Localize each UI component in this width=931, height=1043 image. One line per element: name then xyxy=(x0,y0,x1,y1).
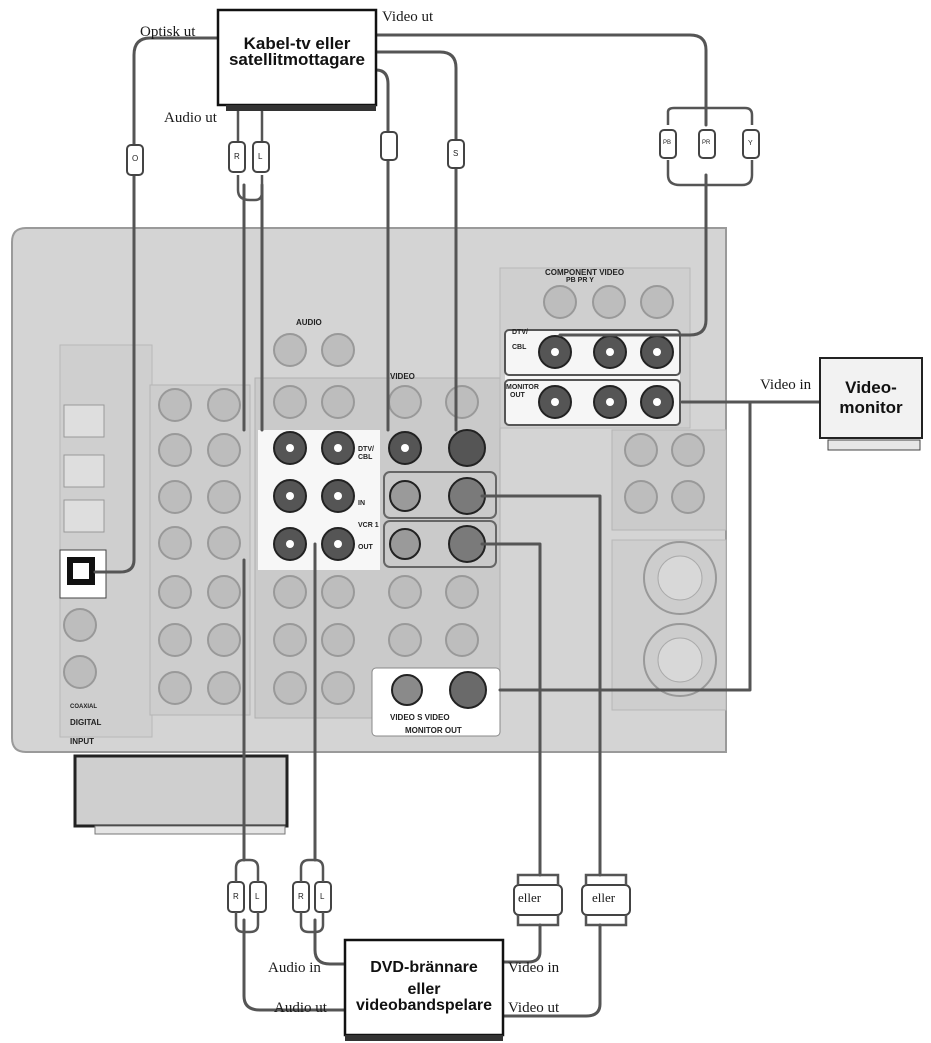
panel-video: VIDEO xyxy=(390,372,415,381)
plug-letter-pr: PR xyxy=(702,140,711,146)
monitor-line-2: monitor xyxy=(839,398,903,417)
panel-monitor-out-1: MONITOR xyxy=(506,384,539,391)
jack-centres xyxy=(286,348,661,548)
label-video-in-monitor: Video in xyxy=(760,377,812,393)
panel-video-s-video: VIDEO S VIDEO xyxy=(390,713,450,722)
panel-coaxial: COAXIAL xyxy=(70,704,97,710)
plug-letter-pb: PB xyxy=(663,140,672,146)
label-video-ut-bottom: Video ut xyxy=(508,1000,560,1016)
panel-digital: DIGITAL xyxy=(70,718,102,727)
recorder-line-2: eller xyxy=(407,981,441,998)
label-eller-1: eller xyxy=(518,890,542,905)
label-optisk-ut: Optisk ut xyxy=(140,24,196,40)
plug-letter-l-bottom-1: L xyxy=(255,892,260,901)
label-audio-ut-bottom: Audio ut xyxy=(274,1000,327,1016)
label-audio-in: Audio in xyxy=(268,960,321,976)
plug-letter-o: O xyxy=(132,154,139,163)
panel-audio: AUDIO xyxy=(296,318,322,327)
label-audio-ut-top: Audio ut xyxy=(164,110,217,126)
plug-letter-l-top: L xyxy=(258,152,263,161)
plug-letter-r-bottom-1: R xyxy=(233,892,239,901)
label-video-in-bottom: Video in xyxy=(508,960,560,976)
label-video-ut-top: Video ut xyxy=(382,9,434,25)
plugs-top xyxy=(126,129,760,176)
plug-letter-y: Y xyxy=(748,140,753,147)
panel-out: OUT xyxy=(358,544,373,551)
panel-monitor-out: MONITOR OUT xyxy=(405,726,462,735)
video-monitor-shape xyxy=(819,357,923,451)
video-monitor-box: Video- monitor xyxy=(822,360,920,436)
panel-component-video: COMPONENT VIDEO xyxy=(545,268,625,277)
cables xyxy=(93,33,824,1018)
label-eller-2: eller xyxy=(592,890,616,905)
panel-pb-pr-y: PB PR Y xyxy=(566,277,594,284)
rca-jacks-grey xyxy=(63,285,705,705)
plug-letter-r-bottom-2: R xyxy=(298,892,304,901)
plug-letter-l-bottom-2: L xyxy=(320,892,325,901)
cable-box-line-1: Kabel-tv eller xyxy=(243,34,351,53)
panel-vcr1: VCR 1 xyxy=(358,522,379,529)
panel-dtv-cbl-top-2: CBL xyxy=(512,344,527,351)
recorder-line-1: DVD-brännare xyxy=(370,959,478,976)
panel-dtv-cbl-3: CBL xyxy=(358,454,373,461)
dvd-recorder-vcr-box: DVD-brännare eller videobandspelare xyxy=(347,942,501,1033)
plugs-bottom xyxy=(227,881,631,916)
plug-letter-s: S xyxy=(453,149,459,158)
recorder-line-3: videobandspelare xyxy=(355,997,493,1014)
panel-dtv-cbl-2: DTV/ xyxy=(358,446,374,453)
panel-dtv-cbl-top-1: DTV/ xyxy=(512,329,528,336)
cable-box-line-2: satellitmottagare xyxy=(228,50,366,69)
receiver-back-panel xyxy=(11,227,727,835)
plug-letter-r-top: R xyxy=(234,152,240,161)
panel-monitor-out-2: OUT xyxy=(510,392,525,399)
monitor-line-1: Video- xyxy=(845,378,897,397)
cable-satellite-receiver-box: Kabel-tv eller satellitmottagare xyxy=(220,12,374,102)
panel-in: IN xyxy=(358,500,365,507)
panel-input: INPUT xyxy=(70,737,94,746)
